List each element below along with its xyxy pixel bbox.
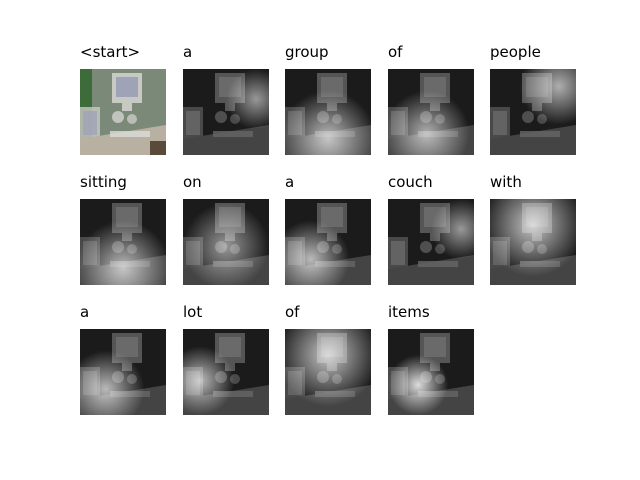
attention-map-tile: couch [388,173,474,285]
caption-word: on [183,173,202,191]
attention-heatmap-image [80,329,166,415]
attention-heatmap-image [490,199,576,285]
attention-heatmap-image [490,69,576,155]
caption-word: couch [388,173,433,191]
caption-word: a [285,173,295,191]
attention-map-tile: people [490,43,576,155]
attention-heatmap-image [183,329,269,415]
caption-word: people [490,43,541,61]
attention-map-tile: group [285,43,371,155]
caption-word: group [285,43,329,61]
original-image-tile: <start> [80,43,166,155]
attention-map-tile: lot [183,303,269,415]
attention-map-tile: of [285,303,371,415]
attention-heatmap-image [285,69,371,155]
attention-heatmap-image [183,199,269,285]
original-image [80,69,166,155]
caption-word: a [80,303,90,321]
attention-map-tile: a [80,303,166,415]
attention-heatmap-image [80,199,166,285]
attention-heatmap-image [388,329,474,415]
attention-heatmap-image [388,199,474,285]
attention-heatmap-image [285,199,371,285]
caption-word: items [388,303,430,321]
caption-word: a [183,43,193,61]
caption-word: <start> [80,43,141,61]
attention-map-tile: on [183,173,269,285]
attention-heatmap-image [388,69,474,155]
attention-map-tile: of [388,43,474,155]
caption-word: sitting [80,173,127,191]
caption-word: with [490,173,522,191]
caption-word: of [285,303,300,321]
caption-word: of [388,43,403,61]
caption-word: lot [183,303,203,321]
attention-map-tile: sitting [80,173,166,285]
attention-map-tile: a [285,173,371,285]
attention-map-tile: items [388,303,474,415]
attention-heatmap-image [285,329,371,415]
attention-map-tile: with [490,173,576,285]
attention-map-tile: a [183,43,269,155]
attention-heatmap-image [183,69,269,155]
